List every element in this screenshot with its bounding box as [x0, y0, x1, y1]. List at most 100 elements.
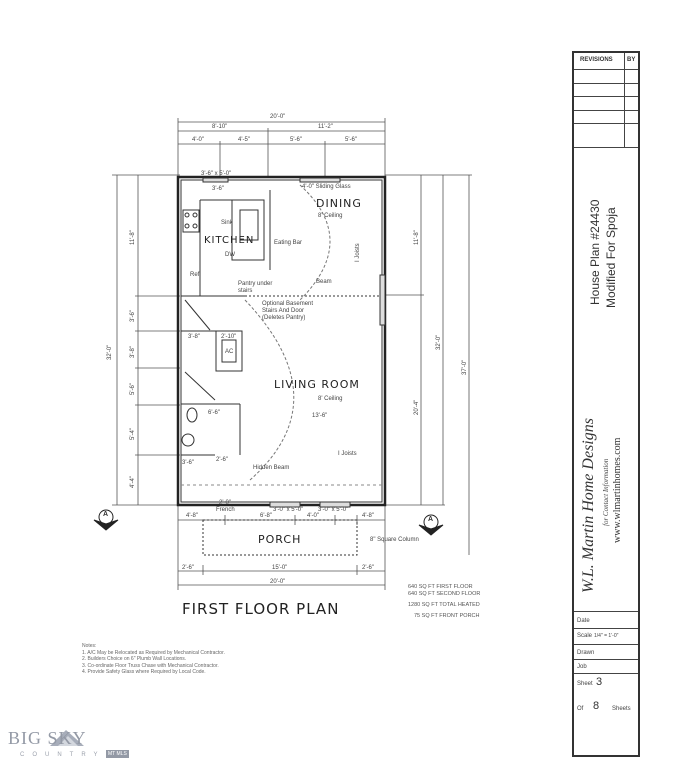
dim-interior-1: 3'-6" [212, 186, 224, 192]
dim-top-sub-1: 4'-0" [192, 137, 204, 143]
section-marker-right: A [428, 516, 434, 523]
note-3: 3. Co-ordinate Floor Truss Chase with Me… [82, 662, 219, 669]
drawn-label: Drawn [577, 650, 595, 656]
revision-row [574, 110, 638, 111]
dim-left-overall: 32'-0" [107, 344, 113, 360]
label-beam: Beam [316, 279, 332, 285]
brand-big: BIG SKY [8, 728, 87, 749]
area-front-porch: 75 SQ FT FRONT PORCH [414, 613, 480, 619]
dim-top-right: 11'-2" [318, 124, 333, 130]
dim-interior-8: 2'-0" [219, 500, 231, 506]
dim-left-sub-4: 5'-6" [130, 383, 136, 395]
revision-row [574, 96, 638, 97]
dim-porch-1: 2'-6" [182, 565, 194, 571]
dim-top-overall: 20'-0" [270, 114, 286, 120]
dim-interior-2: 2'-10" [221, 334, 237, 340]
notes-title: Notes: [82, 643, 97, 649]
website: www.wlmartinhomes.com [612, 437, 623, 543]
sheets-label: Sheets [612, 706, 631, 712]
plan-number: House Plan #24430 [588, 199, 602, 305]
job-label: Job [577, 664, 587, 670]
dim-right-sub-1: 11'-8" [414, 230, 420, 245]
revisions-header: REVISIONS [580, 57, 613, 63]
sheet-value: 3 [596, 676, 603, 688]
dim-top-sub-2: 4'-5" [238, 137, 250, 143]
revisions-divider [624, 53, 625, 147]
revision-row [574, 83, 638, 84]
contact-info: for Contact Information [602, 458, 610, 526]
area-first-floor: 640 SQ FT FIRST FLOOR [408, 584, 473, 590]
dim-front-2: 6'-8" [260, 513, 272, 519]
info-row-divider [574, 611, 638, 612]
dim-porch-3: 2'-6" [362, 565, 374, 571]
dim-front-3: 4'-0" [307, 513, 319, 519]
dim-left-sub-3: 3'-8" [130, 346, 136, 358]
label-window-front-2: 3'-0" x 5'-0" [318, 507, 349, 513]
sheet-label: Sheet [577, 681, 593, 687]
dim-interior-7: 13'-6" [312, 413, 328, 419]
company-name: W.L. Martin Home Designs [580, 418, 597, 593]
room-porch: PORCH [258, 533, 302, 546]
brand-line2: COUNTRY [20, 752, 106, 758]
label-ref: Ref [190, 272, 200, 278]
of-value: 8 [593, 700, 600, 712]
area-total-heated: 1280 SQ FT TOTAL HEATED [408, 602, 480, 608]
dim-porch-2: 15'-0" [272, 565, 288, 571]
label-square-column: 8" Square Column [370, 537, 419, 543]
modified-for: Modified For Spoja [604, 207, 618, 308]
of-label: Of [577, 706, 584, 712]
dim-top-sub-3: 5'-6" [290, 137, 302, 143]
dim-top-left: 8'-10" [212, 124, 228, 130]
dim-interior-3: 3'-8" [188, 334, 200, 340]
area-summary: 640 SQ FT FIRST FLOOR 640 SQ FT SECOND F… [408, 584, 480, 620]
revision-row [574, 123, 638, 124]
label-sink: Sink [221, 220, 233, 226]
scale-value: 1/4" = 1'-0" [594, 633, 619, 639]
dim-right-sub-2: 20'-4" [414, 399, 420, 415]
scale-label: Scale [577, 633, 593, 639]
area-second-floor: 640 SQ FT SECOND FLOOR [408, 591, 481, 597]
revision-row [574, 147, 638, 148]
dim-interior-4: 6'-6" [208, 410, 220, 416]
dim-interior-6: 3'-6" [182, 460, 194, 466]
mountain-icon [50, 730, 84, 746]
room-kitchen: KITCHEN [204, 235, 255, 246]
label-window-top: 3'-6" x 5'-0" [201, 171, 232, 177]
label-ac: AC [225, 349, 234, 355]
dim-porch-overall: 20'-0" [270, 579, 286, 585]
dim-left-sub-2: 3'-6" [130, 310, 136, 322]
date-label: Date [577, 618, 590, 624]
note-4: 4. Provide Safety Glass where Required b… [82, 669, 206, 675]
note-1: 1. A/C May be Relocated as Required by M… [82, 649, 225, 656]
label-basement-stairs: Optional Basement Stairs And Door (Delet… [262, 301, 314, 321]
info-row-divider [574, 673, 638, 674]
living-ceiling: 8' Ceiling [318, 396, 343, 402]
label-window-front-1: 3'-0" x 5'-0" [273, 507, 304, 513]
dim-top-sub-4: 5'-6" [345, 137, 357, 143]
info-row-divider [574, 659, 638, 660]
dim-left-sub-6: 4'-4" [130, 476, 136, 488]
title-block: REVISIONS BY House Plan #24430 Modified … [572, 51, 640, 757]
dim-front-1: 4'-8" [186, 513, 198, 519]
revisions-header-row: REVISIONS BY [574, 53, 638, 70]
label-french: French [216, 507, 235, 513]
mls-badge: MT MLS [106, 750, 129, 758]
watermark-logo: BIG SKY COUNTRY MT MLS [6, 728, 131, 766]
dim-left-sub-1: 11'-8" [130, 230, 136, 245]
plan-title: FIRST FLOOR PLAN [182, 600, 340, 618]
brand-line1: BIG SKY [8, 728, 87, 748]
label-dw: DW [225, 252, 235, 258]
room-living: LIVING ROOM [274, 378, 360, 391]
info-row-divider [574, 644, 638, 645]
label-eating-bar: Eating Bar [274, 240, 303, 246]
dining-ceiling: 8' Ceiling [318, 213, 343, 219]
notes: Notes: 1. A/C May be Relocated as Requir… [82, 643, 225, 676]
dim-left-sub-5: 5'-4" [130, 428, 136, 440]
label-pantry: Pantry under stairs [238, 281, 273, 294]
label-sliding-glass: 4'-0" Sliding Glass [302, 184, 351, 190]
dim-right-outer: 37'-0" [462, 359, 468, 375]
dim-interior-5: 2'-6" [216, 457, 228, 463]
label-joists-bottom: I Joists [338, 451, 357, 457]
info-row-divider [574, 628, 638, 629]
